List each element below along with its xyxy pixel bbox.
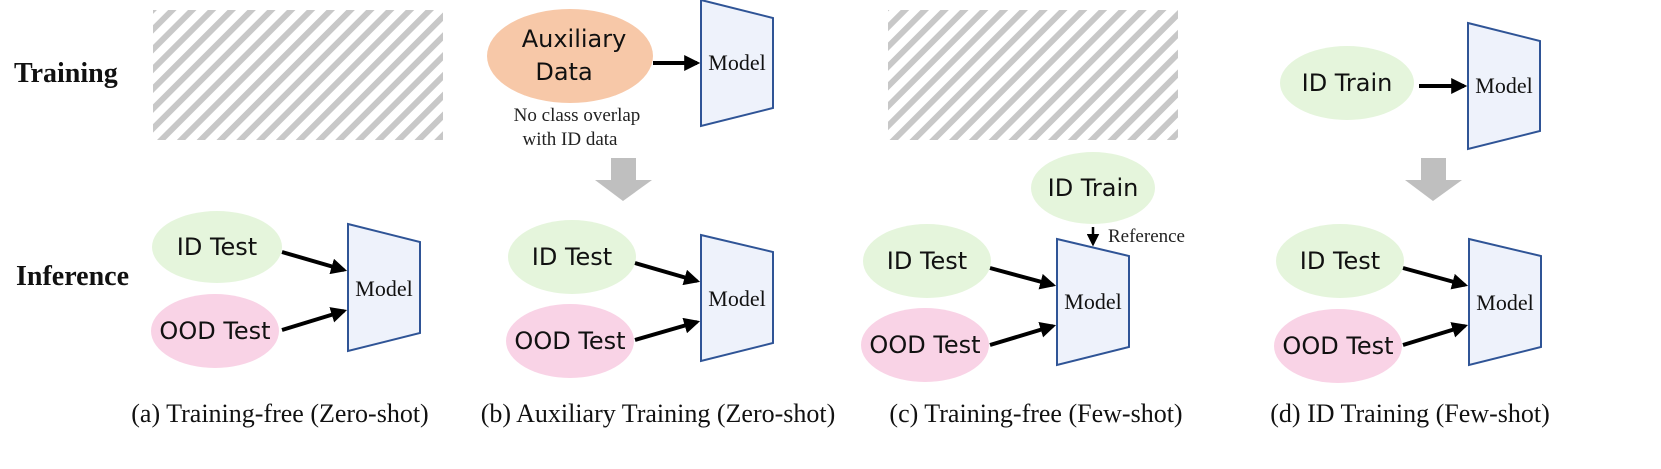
row-label-training: Training bbox=[14, 58, 118, 89]
panel-c-ood-test-label: OOD Test bbox=[869, 331, 980, 359]
panel-b-note-line2: with ID data bbox=[523, 129, 619, 150]
panel-a-id-test-ellipse bbox=[152, 211, 282, 283]
panel-b-id-arrow bbox=[634, 261, 701, 286]
panel-a-model-label: Model bbox=[355, 276, 412, 301]
panel-d-id-test-label: ID Test bbox=[1300, 247, 1380, 275]
panel-a-id-arrow bbox=[281, 250, 348, 275]
panel-c-model-label: Model bbox=[1064, 289, 1121, 314]
panel-d-inference-model-label: Model bbox=[1476, 290, 1533, 315]
panel-d-id-arrow bbox=[1402, 266, 1469, 290]
panel-b-note-line1: No class overlap bbox=[514, 105, 641, 126]
panel-c-id-arrow bbox=[989, 266, 1057, 290]
row-label-inference: Inference bbox=[16, 261, 129, 292]
panel-b-caption: (b) Auxiliary Training (Zero-shot) bbox=[481, 399, 836, 428]
panel-a-ood-test-label: OOD Test bbox=[159, 317, 270, 345]
panel-c-ood-test-ellipse bbox=[861, 308, 989, 382]
panel-d-inference-model-shape bbox=[1468, 237, 1542, 367]
panel-b-ood-arrow bbox=[634, 317, 701, 342]
panel-b-transition-arrow bbox=[595, 158, 652, 201]
panel-b-id-test-ellipse bbox=[508, 220, 636, 294]
panel-c-reference-label: Reference bbox=[1108, 226, 1185, 247]
panel-d-caption: (d) ID Training (Few-shot) bbox=[1270, 399, 1550, 428]
panel-c-ood-arrow bbox=[989, 322, 1057, 347]
panel-b-inference-model-label: Model bbox=[708, 286, 765, 311]
panel-b-aux-label-line1: Auxiliary bbox=[522, 25, 627, 53]
panel-c-id-train-label: ID Train bbox=[1048, 174, 1139, 202]
panel-d-ood-test-label: OOD Test bbox=[1282, 332, 1393, 360]
panel-b-inference-model-shape bbox=[700, 233, 774, 363]
panel-a-model-shape bbox=[347, 222, 421, 353]
panel-d: ID Train Model ID Test OOD Test Model (d… bbox=[1270, 21, 1550, 428]
panel-d-ood-test-ellipse bbox=[1274, 309, 1402, 383]
panel-d-id-test-ellipse bbox=[1276, 224, 1404, 298]
panel-d-training-model-label: Model bbox=[1475, 73, 1532, 98]
panel-b: Auxiliary Data No class overlap with ID … bbox=[481, 0, 836, 428]
panel-d-transition-arrow bbox=[1405, 158, 1462, 201]
panel-b-ood-test-ellipse bbox=[506, 304, 634, 378]
panel-b-training-model-shape bbox=[700, 0, 774, 128]
panel-c: ID Train Reference ID Test OOD Test Mode… bbox=[861, 10, 1185, 428]
panel-a-training-placeholder bbox=[153, 10, 443, 140]
panel-a-caption: (a) Training-free (Zero-shot) bbox=[131, 399, 428, 428]
panel-c-id-test-label: ID Test bbox=[887, 247, 967, 275]
panel-c-model-shape bbox=[1056, 237, 1130, 367]
panel-a-ood-arrow bbox=[281, 307, 348, 332]
panel-b-training-model-label: Model bbox=[708, 50, 765, 75]
panel-a: ID Test OOD Test Model (a) Training-free… bbox=[131, 10, 443, 428]
panel-c-caption: (c) Training-free (Few-shot) bbox=[889, 399, 1182, 428]
panel-a-id-test-label: ID Test bbox=[177, 233, 257, 261]
panel-a-ood-test-ellipse bbox=[151, 294, 279, 368]
panel-d-id-train-label: ID Train bbox=[1302, 69, 1393, 97]
panel-d-ood-arrow bbox=[1402, 322, 1469, 347]
panel-b-id-test-label: ID Test bbox=[532, 243, 612, 271]
panel-d-training-model-shape bbox=[1467, 21, 1541, 151]
panel-b-aux-label-line2: Data bbox=[535, 58, 592, 86]
panel-b-auxiliary-data-ellipse bbox=[487, 9, 653, 103]
panel-c-training-placeholder bbox=[888, 10, 1178, 140]
panel-c-id-test-ellipse bbox=[863, 224, 991, 298]
panel-b-ood-test-label: OOD Test bbox=[514, 327, 625, 355]
panel-c-id-train-ellipse bbox=[1031, 152, 1155, 224]
panel-d-id-train-ellipse bbox=[1280, 46, 1414, 120]
